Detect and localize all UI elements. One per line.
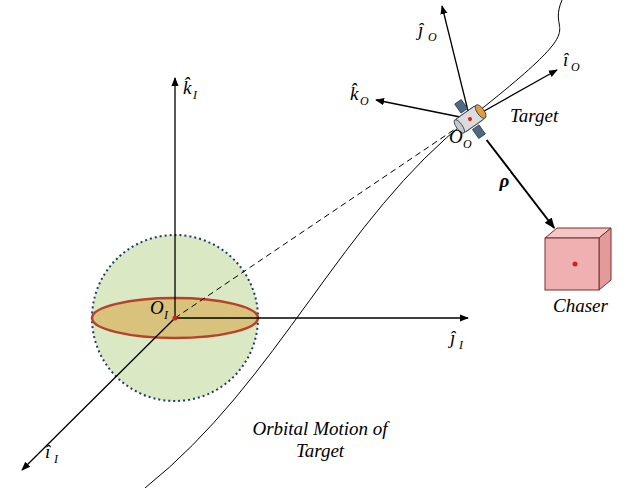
k-axis-inertial xyxy=(174,78,175,318)
axis-letter: k̂ xyxy=(350,84,358,103)
i-axis-inertial xyxy=(22,318,175,470)
origin-subscript: O xyxy=(463,138,472,150)
j-axis-inertial xyxy=(175,317,468,318)
orbit-caption: Orbital Motion of Target xyxy=(250,418,390,462)
origin-dot xyxy=(173,316,178,321)
orbit-path xyxy=(145,0,562,488)
k-axis-orbital xyxy=(376,100,470,119)
node-label: Target xyxy=(510,106,558,125)
axis-letter: ĵ xyxy=(450,328,455,347)
axis-letter: ĵ xyxy=(418,20,423,39)
vector-label: ρ xyxy=(499,171,511,190)
axis-letter: k̂ xyxy=(183,78,191,97)
j-axis-orbital xyxy=(442,6,470,119)
axis-subscript: O xyxy=(360,95,369,107)
axis-subscript: I xyxy=(459,339,463,351)
axis-subscript: I xyxy=(54,453,58,465)
axis-subscript: O xyxy=(571,61,580,73)
origin-letter: O xyxy=(449,127,463,146)
axis-subscript: O xyxy=(428,31,437,43)
origin-subscript: I xyxy=(164,309,168,321)
chaser-box: Chaser xyxy=(545,228,611,290)
axis-letter: î xyxy=(563,50,568,69)
axis-letter: î xyxy=(45,442,50,461)
radius-line xyxy=(175,119,470,318)
origin-letter: O xyxy=(150,298,164,317)
relative-position-arrow xyxy=(487,140,555,228)
chaser-cube xyxy=(545,228,611,290)
axis-subscript: I xyxy=(193,89,197,101)
node-label: Chaser xyxy=(553,296,608,315)
